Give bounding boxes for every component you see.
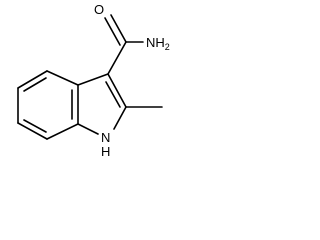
pyrrole-ring xyxy=(77,73,127,135)
bond-c3-c2 xyxy=(107,73,127,108)
ring-nitrogen-hydrogen-label: H xyxy=(101,144,110,159)
bond-c4-c5 xyxy=(17,70,48,89)
carbonyl-double-bond-a xyxy=(110,14,127,43)
bond-c7-c7a xyxy=(46,123,79,140)
double-bond-inner-c4-c5 xyxy=(23,77,47,92)
bond-c3a-c3 xyxy=(77,73,109,86)
oxygen-label: O xyxy=(94,2,104,17)
bond-c6-c7 xyxy=(17,122,48,140)
amide-nitrogen-text: NH xyxy=(146,35,165,50)
bond-c3-carbonyl-carbon xyxy=(107,41,127,75)
double-bond-inner-c3-c2 xyxy=(105,81,121,108)
amide-nitrogen-subscript: 2 xyxy=(165,42,170,52)
benzene-ring xyxy=(17,70,79,140)
bond-n1-c7a xyxy=(77,123,99,135)
carbonyl-double-bond-b xyxy=(104,17,121,46)
chemical-structure-diagram: O NH2 N H xyxy=(17,2,170,159)
amide-nitrogen-label: NH2 xyxy=(146,35,170,52)
ring-nitrogen-label: N xyxy=(101,130,110,145)
carboxamide-group xyxy=(104,14,144,75)
bond-c2-n1 xyxy=(113,106,127,130)
double-bond-inner-c6-c7 xyxy=(23,119,47,133)
bond-c3a-c4 xyxy=(46,70,79,86)
